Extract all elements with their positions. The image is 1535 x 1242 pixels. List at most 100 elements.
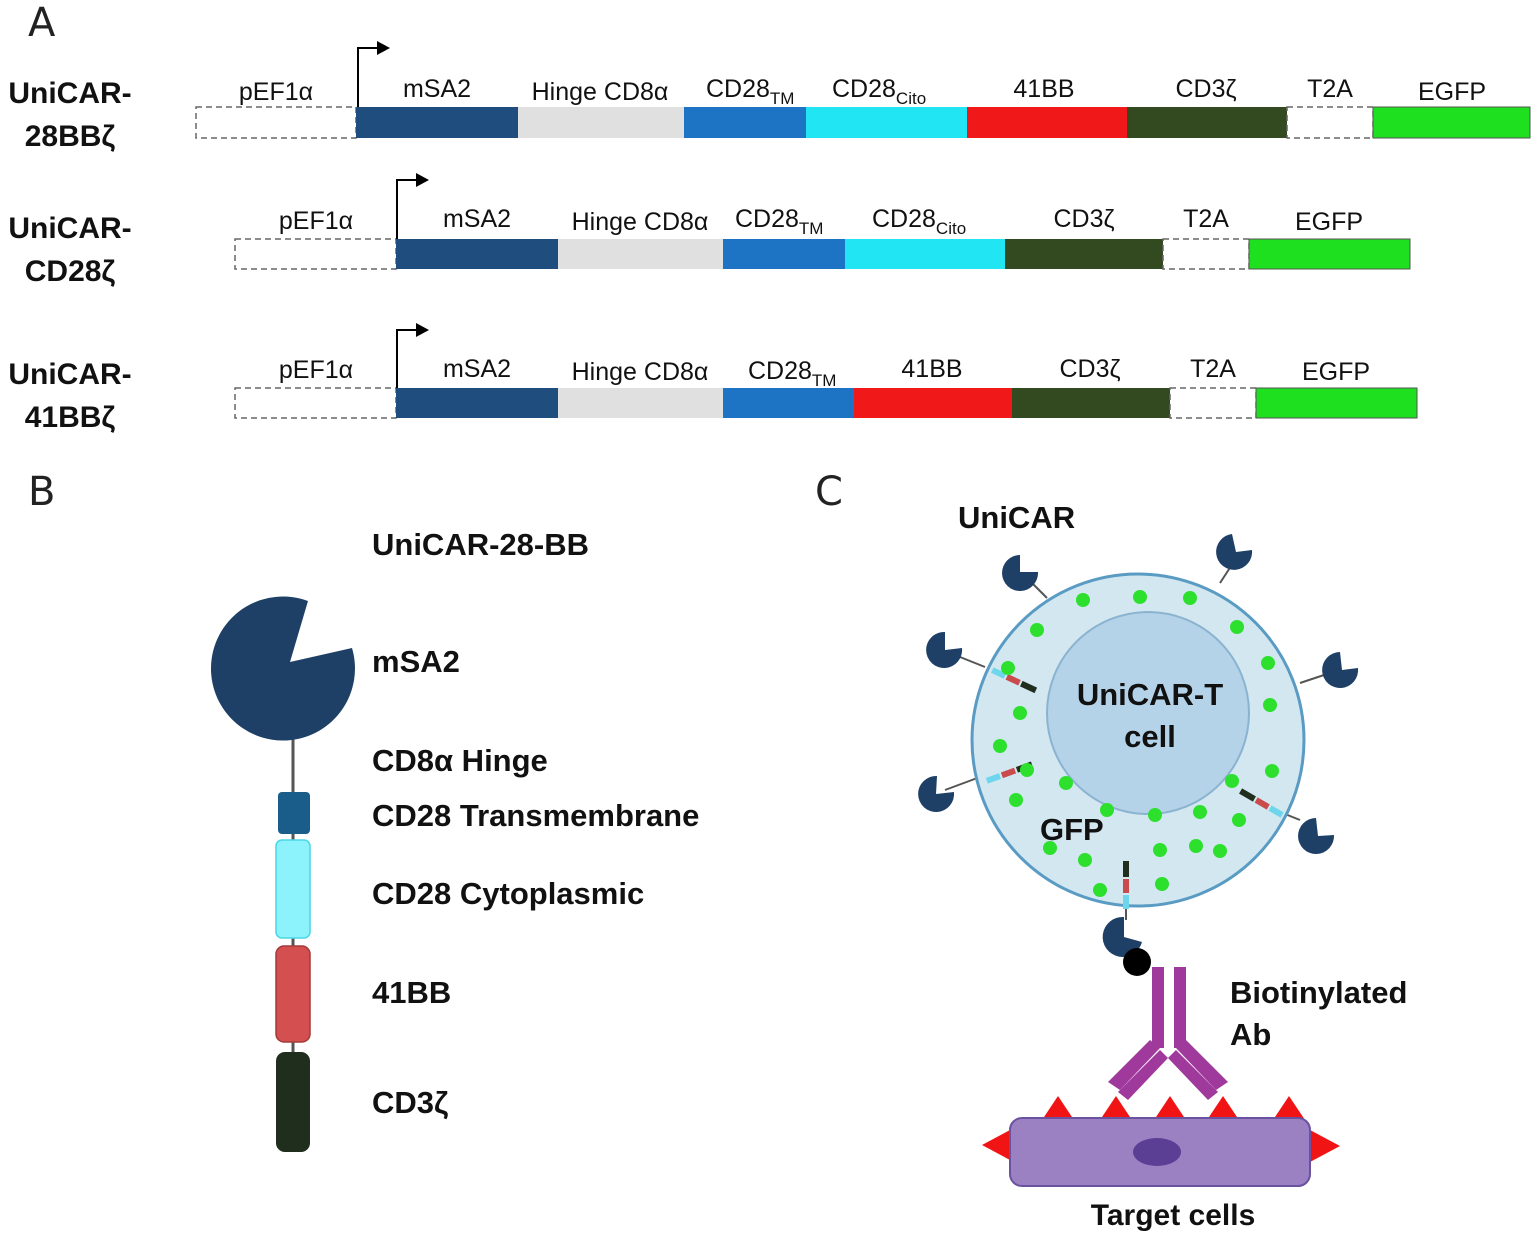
- construct-41bbz: UniCAR- 41BBζ pEF1α mSA2 Hinge CD8α CD28…: [8, 323, 1418, 434]
- panel-a: A UniCAR- 28BBζ pEF1α mSA2 Hinge CD8α CD…: [8, 0, 1531, 434]
- gfp-dot: [1261, 656, 1275, 670]
- gfp-dot: [993, 739, 1007, 753]
- antigen-icon: [1042, 1096, 1074, 1120]
- arrowhead-icon: [416, 173, 429, 187]
- antibody-label-line2: Ab: [1230, 1017, 1271, 1052]
- label-msa2: mSA2: [443, 355, 511, 383]
- segment-cd28tm: [684, 107, 806, 138]
- segment-hinge-cd8a: [558, 239, 723, 269]
- antigen-icon: [1100, 1096, 1132, 1120]
- msa2-head-icon: [210, 596, 355, 741]
- receptor-head-icon: [1216, 534, 1253, 570]
- panel-label-b: B: [28, 469, 55, 515]
- label-cd8a-hinge: CD8α Hinge: [372, 743, 548, 778]
- label-41bb: 41BB: [901, 355, 962, 383]
- label-cd3z: CD3ζ: [1053, 205, 1114, 233]
- cd3z-domain: [276, 1052, 310, 1152]
- segment-t2a: [1169, 387, 1257, 419]
- receptor-title: UniCAR-28-BB: [372, 527, 589, 562]
- construct-name-line1: UniCAR-: [8, 77, 131, 110]
- segment-cd3z: [1127, 107, 1287, 138]
- segment-t2a: [1162, 238, 1250, 270]
- gfp-dot: [1009, 793, 1023, 807]
- gfp-dot: [1076, 593, 1090, 607]
- antigen-icon: [1310, 1130, 1340, 1162]
- label-41bb: 41BB: [1013, 75, 1074, 103]
- arrowhead-icon: [416, 323, 429, 337]
- label-cd28tm-sub: TM: [812, 371, 837, 390]
- label-cd28tm-sub: TM: [770, 89, 795, 108]
- receptor-head-icon: [926, 631, 963, 668]
- promoter-arrow-icon: [357, 47, 378, 107]
- gfp-dot: [1148, 808, 1162, 822]
- label-cd28cito-sub: Cito: [936, 219, 966, 238]
- segment-msa2: [396, 388, 558, 418]
- label-t2a: T2A: [1183, 205, 1229, 233]
- t-cell-nucleus: [1046, 611, 1250, 815]
- cell-label-line1: UniCAR-T: [1077, 677, 1223, 712]
- segment-hinge-cd8a: [518, 107, 684, 138]
- label-cd28cito: CD28Cito: [872, 205, 966, 238]
- segment-cd28tm: [723, 239, 845, 269]
- label-egfp: EGFP: [1418, 78, 1486, 106]
- panel-b: B UniCAR-28-BB mSA2 CD8α Hinge CD28 Tran…: [28, 469, 699, 1152]
- gfp-dot: [1013, 706, 1027, 720]
- label-pef1a: pEF1α: [279, 356, 353, 384]
- segment-t2a: [1286, 106, 1374, 139]
- construct-cd28z: UniCAR- CD28ζ pEF1α mSA2 Hinge CD8α CD28…: [8, 173, 1411, 288]
- segment-egfp: [1372, 106, 1531, 139]
- label-hinge-cd8a: Hinge CD8α: [572, 208, 709, 236]
- gfp-dot: [1213, 844, 1227, 858]
- panel-c: C UniCAR: [815, 469, 1407, 1232]
- antigen-icon: [1207, 1096, 1239, 1120]
- antibody-label-line1: Biotinylated: [1230, 975, 1407, 1010]
- segment-cd28cito: [806, 107, 967, 138]
- construct-name-line1: UniCAR-: [8, 358, 131, 391]
- unicar-label: UniCAR: [958, 500, 1075, 535]
- construct-name-line2: CD28ζ: [25, 255, 116, 288]
- gfp-dot: [1059, 776, 1073, 790]
- cell-label-line2: cell: [1124, 719, 1176, 754]
- segment-41bb: [854, 388, 1012, 418]
- label-hinge-cd8a: Hinge CD8α: [572, 358, 709, 386]
- gfp-dot: [1232, 813, 1246, 827]
- segment-41bb: [967, 107, 1127, 138]
- label-cd28cito-sub: Cito: [896, 89, 926, 108]
- antigen-icon: [982, 1130, 1010, 1160]
- receptor-head-icon: [1298, 818, 1335, 855]
- antigen-icon: [1273, 1096, 1305, 1120]
- construct-name-line2: 41BBζ: [25, 401, 116, 434]
- gfp-dot: [1093, 883, 1107, 897]
- segment-cd28tm: [723, 388, 854, 418]
- segment-egfp: [1248, 238, 1411, 270]
- gfp-dot: [1153, 843, 1167, 857]
- gfp-dot: [1043, 841, 1057, 855]
- gfp-dot: [1020, 763, 1034, 777]
- receptor-head-icon: [918, 775, 955, 812]
- unicar-receptors: [918, 534, 1359, 957]
- receptor-head-icon: [1322, 652, 1359, 688]
- label-pef1a: pEF1α: [239, 78, 313, 106]
- biotin-icon: [1123, 948, 1151, 976]
- label-cd28cito-main: CD28: [872, 205, 936, 233]
- segment-msa2: [396, 239, 558, 269]
- construct-name-line2: 28BBζ: [25, 120, 116, 153]
- arrowhead-icon: [377, 41, 390, 55]
- label-cd3z: CD3ζ: [1059, 355, 1120, 383]
- gfp-dot: [1265, 764, 1279, 778]
- label-cd28tm: CD28TM: [706, 75, 794, 108]
- cd28-cytoplasmic-domain: [275, 839, 311, 939]
- gfp-dot: [1230, 620, 1244, 634]
- segment-cd3z: [1012, 388, 1170, 418]
- panel-label-c: C: [815, 469, 843, 515]
- label-cd28cito: CD28Cito: [832, 75, 926, 108]
- label-cd28tm-main: CD28: [748, 357, 812, 385]
- gfp-label: GFP: [1040, 812, 1104, 847]
- gfp-dot: [1225, 774, 1239, 788]
- label-cd28tm-sub: TM: [799, 219, 824, 238]
- gfp-dot: [1030, 623, 1044, 637]
- target-cells-label: Target cells: [1091, 1199, 1256, 1232]
- segment-pef1a: [195, 106, 357, 139]
- label-pef1a: pEF1α: [279, 207, 353, 235]
